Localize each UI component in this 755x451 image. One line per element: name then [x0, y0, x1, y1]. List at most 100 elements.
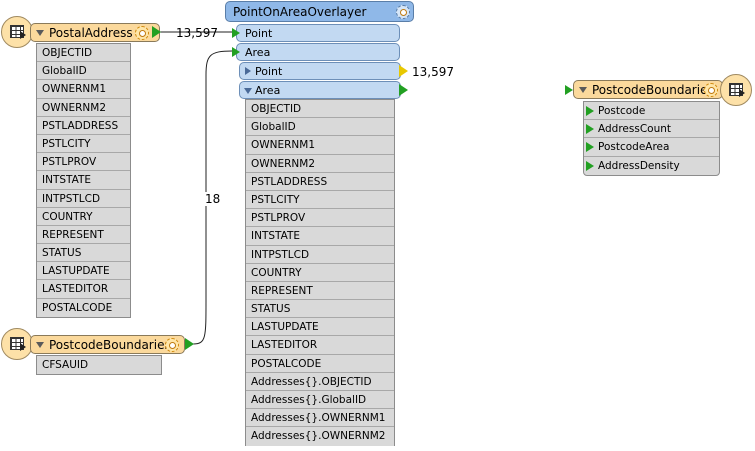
attribute-name: AddressCount: [598, 123, 671, 136]
attribute-row: POSTALCODE: [246, 355, 394, 373]
attribute-name: PSTLCITY: [251, 193, 300, 206]
attribute-name: PSTLADDRESS: [251, 175, 328, 188]
attribute-row: PostcodeArea: [584, 138, 719, 157]
postcode-boundaries-dest-input-port[interactable]: [565, 85, 573, 95]
attribute-row: INTSTATE: [246, 227, 394, 246]
expand-triangle-icon[interactable]: [579, 87, 587, 93]
attribute-row: Addresses{}.OBJECTID: [246, 373, 394, 391]
attribute-name: LASTEDITOR: [42, 283, 109, 296]
gear-icon[interactable]: [165, 338, 179, 352]
table-writer-icon[interactable]: [720, 74, 752, 106]
table-reader-icon[interactable]: [1, 16, 33, 48]
attribute-name: INTPSTLCD: [251, 248, 310, 261]
output-port-point-arrow[interactable]: [399, 65, 408, 77]
attribute-name: CFSAUID: [42, 359, 89, 371]
attribute-row: OWNERNM1: [246, 136, 394, 155]
attribute-name: OBJECTID: [251, 103, 302, 115]
attribute-name: OWNERNM1: [251, 139, 316, 152]
attribute-row: COUNTRY: [37, 208, 130, 226]
attribute-name: STATUS: [42, 247, 82, 260]
attribute-row: REPRESENT: [37, 226, 130, 245]
postcode-boundaries-source-attribute-list: CFSAUID: [36, 355, 162, 376]
attribute-row: POSTALCODE: [37, 299, 130, 317]
input-port-area[interactable]: Area: [236, 43, 400, 61]
connection-boundaries-to-area: [192, 50, 233, 345]
attribute-name: COUNTRY: [251, 266, 302, 279]
attribute-name: LASTUPDATE: [251, 321, 319, 334]
output-port-area-arrow[interactable]: [399, 84, 408, 96]
postcode-boundaries-dest-header[interactable]: PostcodeBoundaries: [573, 80, 723, 99]
postcode-boundaries-source-output-port[interactable]: [185, 338, 194, 350]
input-arrow-icon[interactable]: [586, 106, 594, 116]
attribute-name: OWNERNM2: [42, 101, 107, 114]
attribute-row: STATUS: [37, 244, 130, 263]
attribute-name: PSTLCITY: [42, 137, 91, 150]
output-port-point[interactable]: Point: [239, 62, 401, 80]
attribute-row: OWNERNM1: [37, 80, 130, 99]
input-port-point-arrow[interactable]: [232, 28, 240, 38]
gear-icon[interactable]: [704, 83, 718, 97]
attribute-row: Addresses{}.OWNERNM2: [246, 427, 394, 445]
postcode-boundaries-dest-title: PostcodeBoundaries: [592, 83, 714, 97]
attribute-row: PSTLCITY: [246, 191, 394, 210]
postal-address-header[interactable]: PostalAddress: [30, 23, 160, 42]
gear-icon[interactable]: [135, 26, 149, 40]
attribute-row: PSTLADDRESS: [246, 173, 394, 191]
attribute-name: AddressDensity: [598, 159, 680, 172]
attribute-row: PSTLPROV: [246, 209, 394, 228]
output-port-area-label: Area: [255, 84, 281, 97]
attribute-row: Addresses{}.GlobalID: [246, 391, 394, 410]
attribute-row: STATUS: [246, 300, 394, 319]
attribute-name: Addresses{}.OBJECTID: [251, 375, 372, 388]
gear-icon[interactable]: [396, 5, 410, 19]
attribute-row: REPRESENT: [246, 282, 394, 301]
attribute-name: OWNERNM1: [42, 83, 107, 96]
attribute-row: INTPSTLCD: [37, 190, 130, 208]
attribute-name: PSTLPROV: [251, 212, 306, 225]
postal-address-title: PostalAddress: [49, 26, 133, 40]
attribute-row: OWNERNM2: [246, 155, 394, 173]
input-port-area-arrow[interactable]: [232, 47, 240, 57]
input-arrow-icon[interactable]: [586, 160, 594, 171]
expand-triangle-icon[interactable]: [36, 342, 44, 348]
attribute-row: LASTEDITOR: [246, 336, 394, 355]
attribute-row: PSTLCITY: [37, 135, 130, 154]
input-port-area-label: Area: [245, 46, 271, 59]
attribute-row: AddressDensity: [584, 157, 719, 175]
attribute-name: PSTLPROV: [42, 156, 97, 169]
attribute-name: REPRESENT: [251, 284, 313, 297]
input-arrow-icon[interactable]: [586, 124, 594, 135]
postcode-boundaries-source-header[interactable]: PostcodeBoundaries: [30, 335, 185, 354]
attribute-name: OBJECTID: [42, 47, 93, 59]
attribute-name: GlobalID: [42, 65, 87, 78]
attribute-row: AddressCount: [584, 120, 719, 139]
attribute-name: LASTUPDATE: [42, 265, 110, 278]
input-arrow-icon[interactable]: [586, 142, 594, 153]
expand-triangle-icon[interactable]: [36, 30, 44, 36]
attribute-name: OWNERNM2: [251, 157, 316, 170]
attribute-name: POSTALCODE: [42, 301, 113, 314]
attribute-name: Addresses{}.GlobalID: [251, 394, 367, 406]
attribute-row: LASTEDITOR: [37, 280, 130, 299]
attribute-row: Addresses{}.OWNERNM1: [246, 409, 394, 428]
table-reader-icon[interactable]: [1, 328, 33, 360]
attribute-name: INTSTATE: [42, 174, 92, 187]
feature-count-postal-to-point: 13,597: [176, 26, 218, 40]
transformer-title: PointOnAreaOverlayer: [233, 5, 367, 19]
output-port-area[interactable]: Area: [239, 81, 401, 99]
attribute-name: INTSTATE: [251, 230, 301, 243]
expand-triangle-icon[interactable]: [245, 67, 251, 75]
attribute-row: COUNTRY: [246, 264, 394, 282]
input-port-point[interactable]: Point: [236, 24, 400, 42]
collapse-triangle-icon[interactable]: [244, 88, 252, 94]
feature-count-boundaries-to-area: 18: [204, 192, 222, 206]
postal-address-output-port[interactable]: [152, 26, 161, 38]
attribute-row: INTPSTLCD: [246, 246, 394, 264]
attribute-name: STATUS: [251, 303, 291, 316]
transformer-header[interactable]: PointOnAreaOverlayer: [225, 1, 414, 22]
attribute-row: OBJECTID: [37, 44, 130, 63]
attribute-row: Postcode: [584, 102, 719, 121]
